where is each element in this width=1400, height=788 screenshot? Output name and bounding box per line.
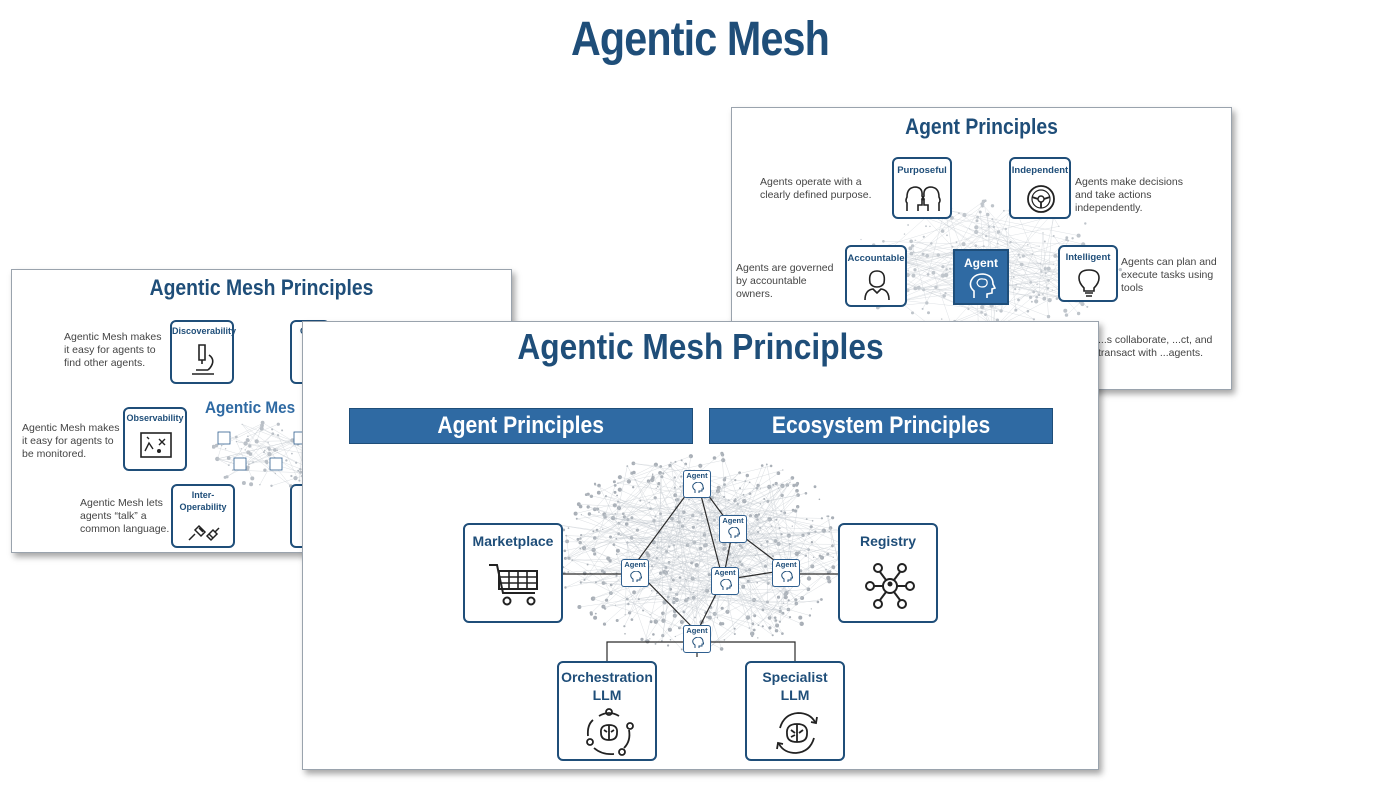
desc-interoperability: Agentic Mesh lets agents “talk” a common… bbox=[80, 497, 170, 535]
desc-social: ...s collaborate, ...ct, and transact wi… bbox=[1098, 334, 1213, 359]
box-observability: Observability bbox=[123, 407, 187, 471]
slide-title: Agent Principles bbox=[905, 114, 1058, 139]
page-title: Agentic Mesh bbox=[570, 13, 830, 66]
box-purposeful: Purposeful bbox=[892, 157, 952, 219]
box-accountable: Accountable bbox=[845, 245, 907, 307]
brain-head-icon bbox=[969, 273, 996, 298]
agent-node-left: Agent bbox=[621, 559, 649, 587]
brain-cycle-icon bbox=[586, 708, 634, 756]
desc-intelligent: Agents can plan and execute tasks using … bbox=[1121, 256, 1217, 294]
box-orchestration-llm: Orchestration LLM bbox=[557, 661, 657, 761]
box-specialist-llm: Specialist LLM bbox=[745, 661, 845, 761]
banner-ecosystem-principles: Ecosystem Principles bbox=[709, 408, 1053, 444]
chart-board-icon bbox=[140, 432, 172, 458]
brain-head-icon bbox=[781, 571, 793, 582]
slide-title: Agentic Mesh Principles bbox=[149, 275, 374, 300]
desc-discoverability: Agentic Mesh makes it easy for agents to… bbox=[64, 331, 162, 369]
agent-node-center: Agent bbox=[711, 567, 739, 595]
desc-purposeful: Agents operate with a clearly defined pu… bbox=[760, 176, 872, 201]
hub-network-icon bbox=[865, 563, 915, 609]
agent-node-right: Agent bbox=[772, 559, 800, 587]
banner-agent-principles: Agent Principles bbox=[349, 408, 693, 444]
brain-refresh-icon bbox=[776, 712, 818, 754]
box-independent: Independent bbox=[1009, 157, 1071, 219]
agent-node-top: Agent bbox=[683, 470, 711, 498]
steering-wheel-icon bbox=[1027, 185, 1055, 213]
brain-head-icon bbox=[728, 527, 740, 538]
person-icon bbox=[864, 270, 890, 301]
box-intelligent: Intelligent bbox=[1058, 245, 1118, 302]
lightbulb-icon bbox=[1078, 269, 1100, 297]
desc-independent: Agents make decisions and take actions i… bbox=[1075, 176, 1183, 214]
box-interoperability: Inter-Operability bbox=[171, 484, 235, 548]
slide-agentic-mesh-principles-front: Agentic Mesh Principles Agent Principles… bbox=[302, 321, 1099, 770]
brain-head-icon bbox=[692, 482, 704, 493]
brain-head-icon bbox=[692, 637, 704, 648]
agent-node-bottom: Agent bbox=[683, 625, 711, 653]
box-discoverability: Discoverability bbox=[170, 320, 236, 384]
microscope-icon bbox=[192, 344, 214, 375]
faces-icon bbox=[905, 186, 941, 211]
plug-icon bbox=[188, 524, 220, 542]
slide-title: Agentic Mesh Principles bbox=[517, 326, 884, 367]
brain-head-icon bbox=[630, 571, 642, 582]
box-marketplace: Marketplace bbox=[463, 523, 563, 623]
network-graph bbox=[555, 451, 853, 662]
box-registry: Registry bbox=[838, 523, 938, 623]
desc-observability: Agentic Mesh makes it easy for agents to… bbox=[22, 422, 120, 460]
desc-accountable: Agents are governed by accountable owner… bbox=[736, 262, 834, 300]
mini-network bbox=[212, 420, 320, 488]
inner-slide-title: Agentic Mes bbox=[205, 398, 296, 417]
box-agent-center: Agent bbox=[953, 249, 1009, 305]
shopping-cart-icon bbox=[489, 564, 538, 606]
brain-head-icon bbox=[720, 579, 732, 590]
agent-node-upper-right: Agent bbox=[719, 515, 747, 543]
